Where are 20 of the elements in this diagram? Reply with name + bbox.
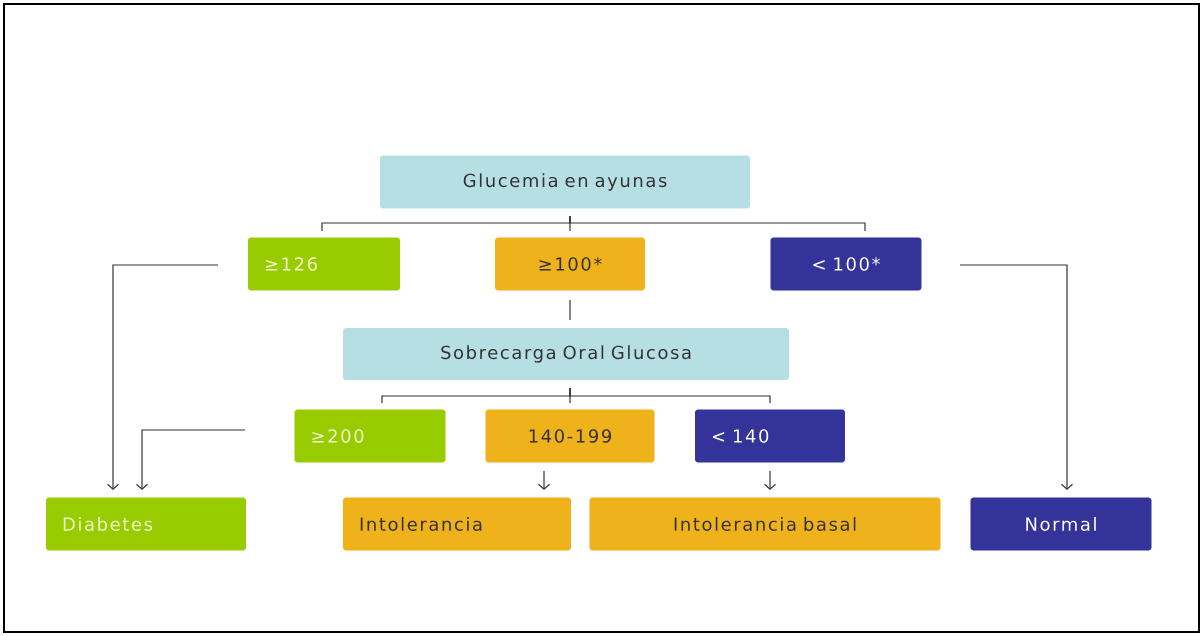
connector (763, 470, 777, 490)
flow-box: Intolerancia (343, 497, 571, 551)
flow-box: < 100* (770, 237, 922, 291)
connector (537, 470, 551, 490)
flow-box: ≥200 (294, 409, 446, 463)
flow-box: Sobrecarga Oral Glucosa (343, 328, 789, 380)
connector (569, 387, 771, 404)
flow-box: < 140 (695, 409, 845, 463)
flow-box: Diabetes (46, 497, 246, 551)
flow-box: Glucemia en ayunas (380, 155, 750, 209)
connector (135, 429, 246, 490)
connector (106, 264, 219, 490)
connector (569, 299, 571, 321)
flow-box: Intolerancia basal (589, 497, 941, 551)
flow-box: ≥126 (248, 237, 400, 291)
connector (569, 215, 866, 232)
flow-box: 140-199 (485, 409, 655, 463)
flow-box: ≥100* (495, 237, 645, 291)
connector (959, 264, 1074, 490)
flow-box: Normal (970, 497, 1152, 551)
